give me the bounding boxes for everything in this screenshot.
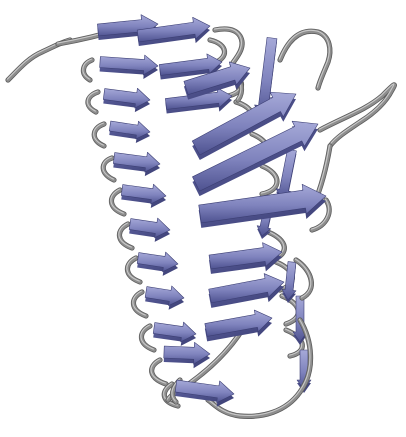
coil-right-hairpin — [280, 31, 330, 88]
beta-strands-front — [97, 15, 326, 407]
